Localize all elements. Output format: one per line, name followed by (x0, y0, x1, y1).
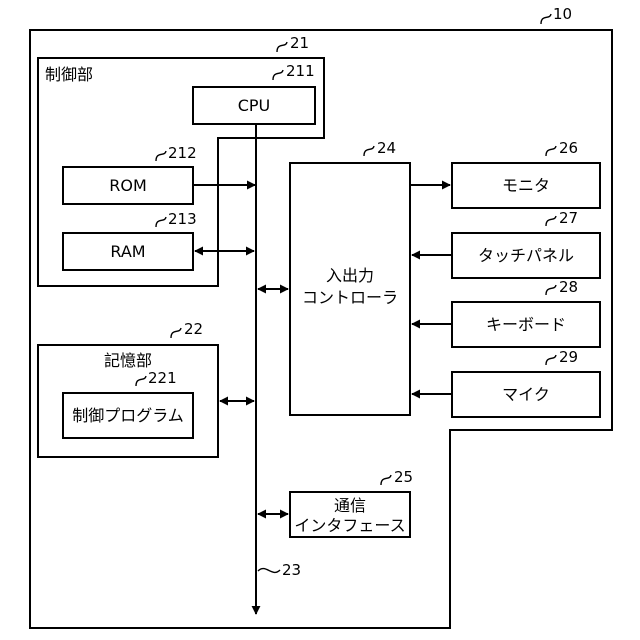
keyboard-label: キーボード (486, 315, 566, 334)
monitor-ref-leader (546, 146, 556, 156)
cpu-ref: 211 (286, 62, 315, 80)
rom-label: ROM (109, 176, 147, 195)
touch-panel-label: タッチパネル (478, 246, 574, 265)
storage-label: 記憶部 (104, 351, 152, 370)
ram-ref: 213 (168, 210, 197, 228)
storage-ref: 22 (184, 320, 203, 338)
cpu-label: CPU (238, 96, 271, 115)
microphone-ref-leader (546, 355, 556, 365)
io-controller-label-line1: 入出力 (326, 266, 374, 285)
microphone-label: マイク (502, 385, 550, 404)
bus-ref: 23 (282, 561, 301, 579)
device-ref: 10 (553, 5, 572, 23)
cpu-ref-leader (273, 70, 283, 80)
monitor-ref: 26 (559, 139, 578, 157)
comm-interface-ref-leader (381, 475, 391, 485)
control-unit-ref-leader (277, 42, 287, 52)
microphone-ref: 29 (559, 348, 578, 366)
touch-panel-ref: 27 (559, 209, 578, 227)
monitor-label: モニタ (502, 176, 550, 195)
control-program-ref: 221 (148, 369, 177, 387)
control-program-label: 制御プログラム (72, 406, 184, 425)
io-controller-label-line2: コントローラ (302, 288, 398, 307)
bus-ref-leader (258, 569, 280, 573)
comm-interface-ref: 25 (394, 468, 413, 486)
keyboard-ref-leader (546, 285, 556, 295)
keyboard-ref: 28 (559, 278, 578, 296)
rom-ref-leader (156, 151, 166, 161)
control-unit-ref: 21 (290, 34, 309, 52)
storage-ref-leader (171, 328, 181, 338)
io-controller-ref-leader (364, 146, 374, 156)
ram-label: RAM (110, 242, 145, 261)
touch-panel-ref-leader (546, 216, 556, 226)
ram-ref-leader (156, 217, 166, 227)
io-controller-ref: 24 (377, 139, 396, 157)
control-unit-label: 制御部 (45, 65, 93, 84)
comm-interface-label-line2: インタフェース (294, 516, 405, 535)
device-ref-leader (541, 14, 551, 24)
comm-interface-label-line1: 通信 (334, 496, 366, 515)
rom-ref: 212 (168, 144, 197, 162)
